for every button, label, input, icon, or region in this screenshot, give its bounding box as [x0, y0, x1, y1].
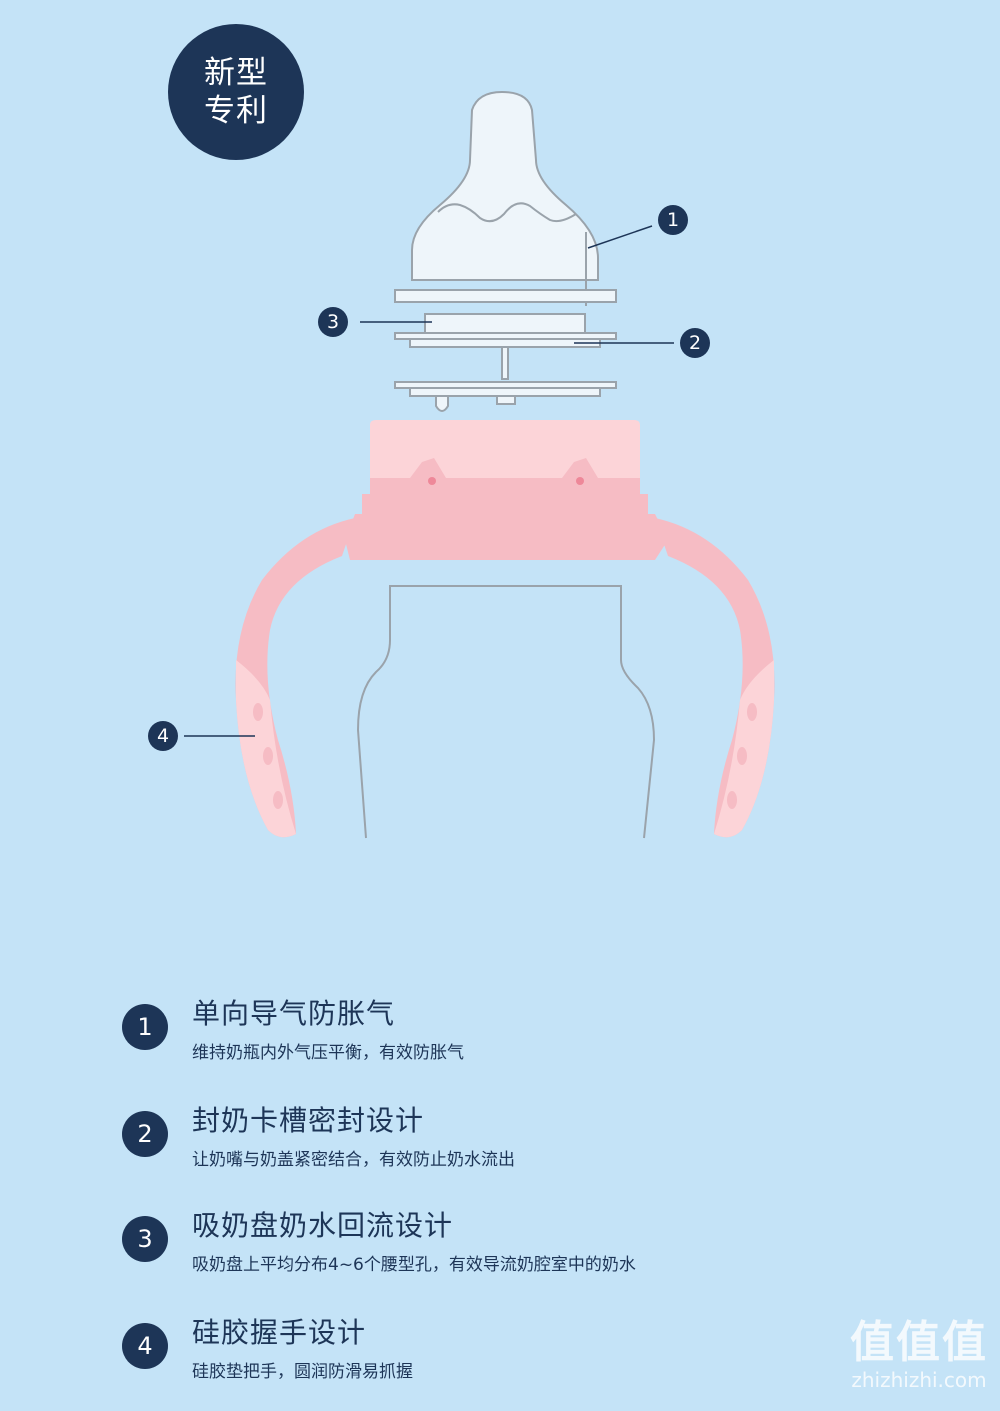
badge-line-1: 新型: [204, 55, 268, 91]
feature-title: 硅胶握手设计: [192, 1316, 367, 1349]
base-nub: [435, 395, 449, 412]
feature-description: 吸奶盘上平均分布4~6个腰型孔，有效导流奶腔室中的奶水: [192, 1255, 636, 1275]
patent-badge: 新型 专利: [168, 24, 304, 160]
feature-title: 吸奶盘奶水回流设计: [192, 1209, 454, 1242]
feature-title: 封奶卡槽密封设计: [192, 1104, 425, 1137]
badge-line-2: 专利: [204, 93, 268, 129]
feature-number: 1: [122, 1004, 168, 1050]
callout-3: 3: [318, 307, 348, 337]
feature-item: 2 封奶卡槽密封设计 让奶嘴与奶盖紧密结合，有效防止奶水流出: [122, 1104, 922, 1199]
cap-dot-left: [428, 477, 436, 485]
valve-stem: [501, 346, 509, 380]
callout-1: 1: [658, 205, 688, 235]
grip-dot: [253, 703, 263, 721]
watermark-logo: 值值值: [850, 1317, 988, 1368]
suction-disc-body: [424, 313, 586, 335]
bottle-exploded-diagram: [184, 90, 775, 839]
cap-dot-right: [576, 477, 584, 485]
bottle-body: [356, 585, 656, 839]
feature-item: 4 硅胶握手设计 硅胶垫把手，圆润防滑易抓握: [122, 1316, 922, 1411]
feature-number: 4: [122, 1323, 168, 1369]
watermark: 值值值 zhizhizhi.com: [850, 1317, 988, 1393]
feature-title: 单向导气防胀气: [192, 997, 396, 1030]
grip-dot: [727, 791, 737, 809]
cap-top: [370, 420, 640, 478]
grip-dot: [263, 747, 273, 765]
feature-item: 3 吸奶盘奶水回流设计 吸奶盘上平均分布4~6个腰型孔，有效导流奶腔室中的奶水: [122, 1209, 922, 1304]
feature-description: 让奶嘴与奶盖紧密结合，有效防止奶水流出: [192, 1150, 515, 1170]
leader-1: [587, 225, 653, 249]
grip-dot: [737, 747, 747, 765]
feature-description: 维持奶瓶内外气压平衡，有效防胀气: [192, 1043, 464, 1063]
cap-notches: [370, 458, 640, 494]
grip-dot: [273, 791, 283, 809]
grip-dot: [747, 703, 757, 721]
nipple-inner-wave: [437, 202, 577, 223]
feature-number: 2: [122, 1111, 168, 1157]
feature-description: 硅胶垫把手，圆润防滑易抓握: [192, 1362, 413, 1382]
base-tab: [496, 395, 516, 405]
callout-4: 4: [148, 721, 178, 751]
base-plate-lower: [409, 387, 601, 397]
callout-2: 2: [680, 328, 710, 358]
watermark-url: zhizhizhi.com: [851, 1368, 987, 1392]
feature-item: 1 单向导气防胀气 维持奶瓶内外气压平衡，有效防胀气: [122, 997, 922, 1092]
cap-ring: [362, 494, 648, 514]
nipple: [411, 90, 599, 281]
sealing-groove: [409, 338, 601, 348]
nipple-flange: [394, 289, 617, 303]
handle-collar: [345, 514, 668, 560]
feature-number: 3: [122, 1216, 168, 1262]
